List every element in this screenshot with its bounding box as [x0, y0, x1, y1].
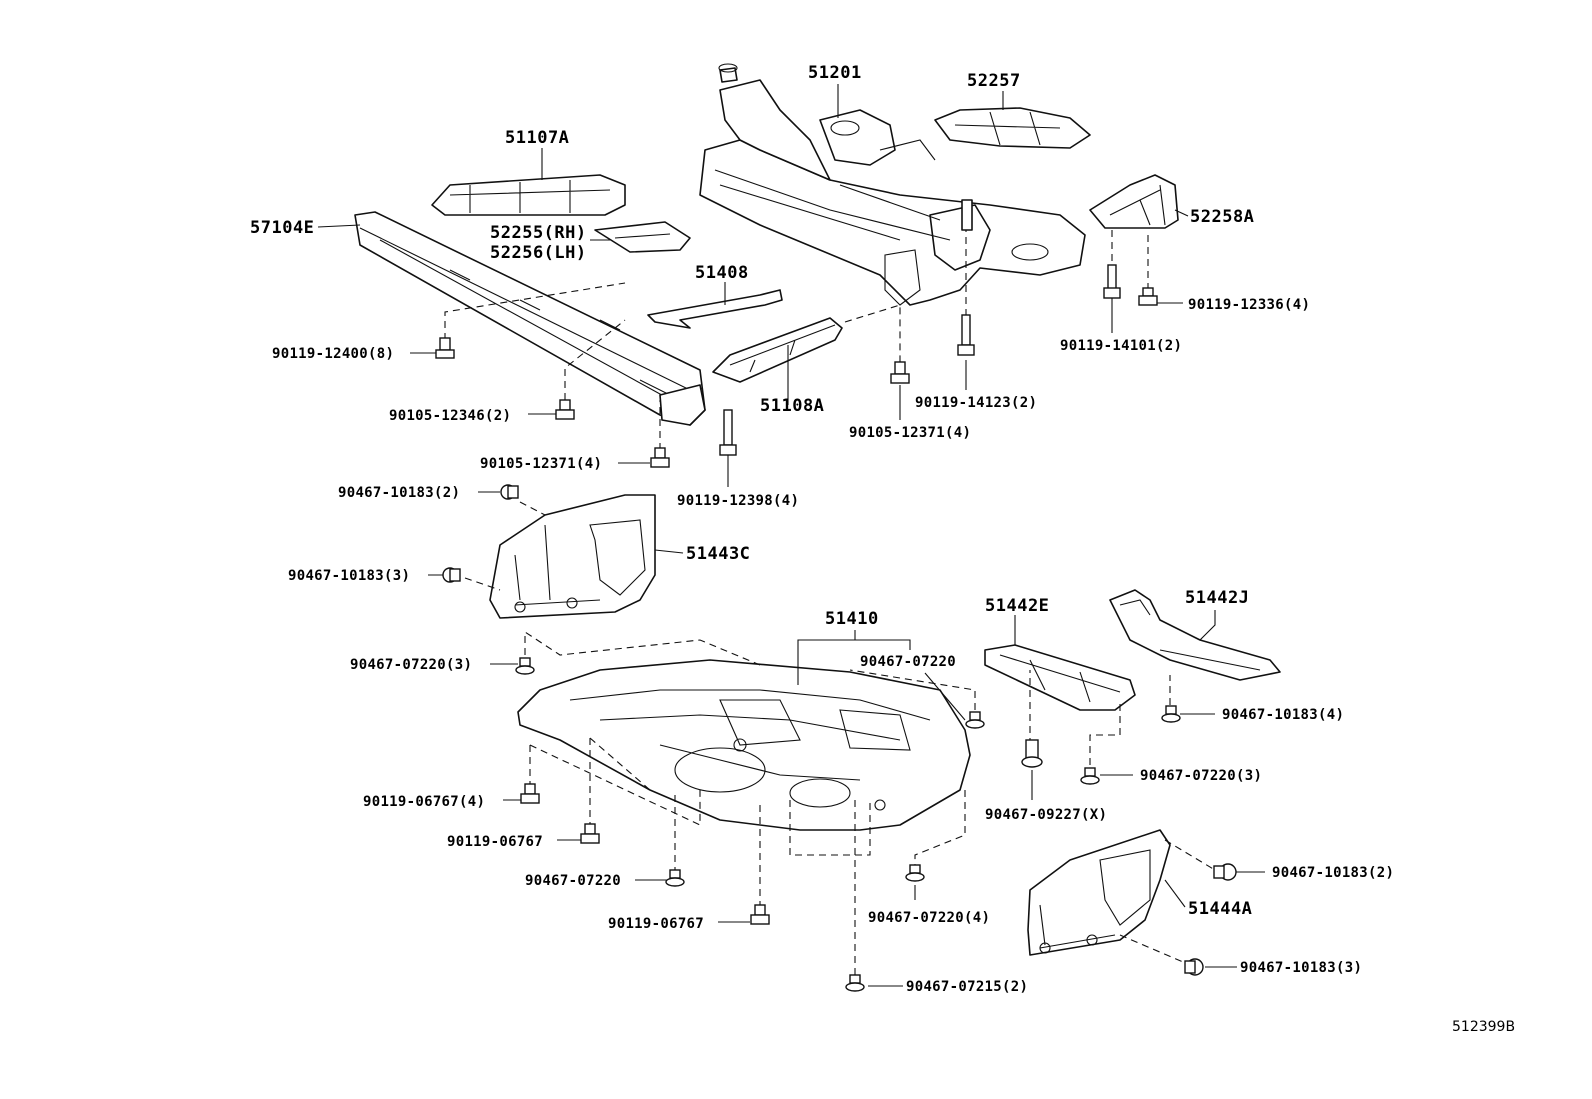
- guide-lines: [444, 230, 1216, 975]
- label-90467-07220-3a: 90467-07220(3): [350, 657, 472, 673]
- label-90467-10183-2b: 90467-10183(2): [1272, 865, 1394, 881]
- leader-lines: [317, 84, 1265, 987]
- label-90119-12336: 90119-12336(4): [1188, 297, 1310, 313]
- label-90119-06767-4: 90119-06767(4): [363, 794, 485, 810]
- label-51444A: 51444A: [1188, 899, 1252, 919]
- fastener-icons: [435, 264, 1237, 992]
- stud-bolt-icon: [719, 409, 737, 456]
- member-57104E: [354, 211, 706, 426]
- clip-icon: [500, 484, 519, 500]
- label-90105-12346: 90105-12346(2): [389, 408, 511, 424]
- cover-51444A: [1027, 829, 1171, 956]
- bolt-icon: [750, 904, 770, 925]
- cover-51442E: [984, 644, 1136, 711]
- bracket-52258A: [1089, 174, 1179, 229]
- bolt-icon: [650, 447, 670, 468]
- cover-51443C: [489, 494, 656, 619]
- crossmember-51201: [699, 63, 1086, 306]
- label-90467-10183-3b: 90467-10183(3): [1240, 960, 1362, 976]
- label-57104E: 57104E: [250, 218, 314, 238]
- bolt-icon: [555, 399, 575, 420]
- clip-icon: [1184, 958, 1204, 976]
- clip-icon: [665, 869, 685, 887]
- label-51442J: 51442J: [1185, 588, 1249, 608]
- clip-icon: [515, 657, 535, 675]
- label-90467-07215: 90467-07215(2): [906, 979, 1028, 995]
- label-52255: 52255(RH): [490, 223, 587, 243]
- label-90119-14123: 90119-14123(2): [915, 395, 1037, 411]
- diagram-reference-code: 512399B: [1452, 1019, 1515, 1035]
- label-90467-09227: 90467-09227(X): [985, 807, 1107, 823]
- reinforcement-51108A: [712, 317, 843, 383]
- label-51108A: 51108A: [760, 396, 824, 416]
- label-90119-06767-a: 90119-06767: [447, 834, 543, 850]
- label-52258A: 52258A: [1190, 207, 1254, 227]
- cover-51442J: [1109, 589, 1281, 681]
- label-90467-07220-b: 90467-07220: [525, 873, 621, 889]
- reinforcement-51107A: [431, 174, 626, 216]
- clip-icon: [1161, 705, 1181, 723]
- label-51107A: 51107A: [505, 128, 569, 148]
- bracket-52257: [934, 107, 1091, 149]
- label-51410: 51410: [825, 609, 879, 629]
- clip-icon: [442, 567, 461, 583]
- cover-51410: [517, 659, 971, 831]
- label-90105-12371-a: 90105-12371(4): [849, 425, 971, 441]
- bolt-icon: [1138, 287, 1158, 306]
- label-90119-12400: 90119-12400(8): [272, 346, 394, 362]
- label-51443C: 51443C: [686, 544, 750, 564]
- label-90467-10183-3a: 90467-10183(3): [288, 568, 410, 584]
- label-90119-06767-b: 90119-06767: [608, 916, 704, 932]
- label-90467-10183-4: 90467-10183(4): [1222, 707, 1344, 723]
- label-90105-12371-b: 90105-12371(4): [480, 456, 602, 472]
- label-52257: 52257: [967, 71, 1021, 91]
- clip-icon: [905, 864, 925, 882]
- label-90467-07220-top: 90467-07220: [860, 654, 956, 670]
- label-90119-14101: 90119-14101(2): [1060, 338, 1182, 354]
- label-52256: 52256(LH): [490, 243, 587, 263]
- bolt-icon: [520, 783, 540, 804]
- clip-icon: [845, 974, 865, 992]
- clip-icon: [965, 711, 985, 729]
- label-90467-10183-2a: 90467-10183(2): [338, 485, 460, 501]
- label-51408: 51408: [695, 263, 749, 283]
- fastener-labels: 90119-12336(4) 90119-14101(2) 90119-1240…: [272, 297, 1394, 995]
- label-90119-12398: 90119-12398(4): [677, 493, 799, 509]
- part-labels: 51201 52257 51107A 57104E 52255(RH) 5225…: [250, 63, 1254, 919]
- label-90467-07220-3b: 90467-07220(3): [1140, 768, 1262, 784]
- clip-icon: [1213, 863, 1237, 881]
- label-51442E: 51442E: [985, 596, 1049, 616]
- clip-icon: [1080, 767, 1100, 785]
- stud-bolt-icon: [1103, 264, 1121, 299]
- stud-bolt-icon: [957, 314, 975, 356]
- brace-51408: [647, 289, 783, 329]
- push-clip-icon: [1021, 739, 1043, 768]
- label-51201: 51201: [808, 63, 862, 83]
- plate-52255-52256: [594, 221, 691, 253]
- bolt-icon: [435, 337, 455, 359]
- label-90467-07220-4: 90467-07220(4): [868, 910, 990, 926]
- bolt-icon: [890, 361, 910, 384]
- bolt-icon: [580, 823, 600, 844]
